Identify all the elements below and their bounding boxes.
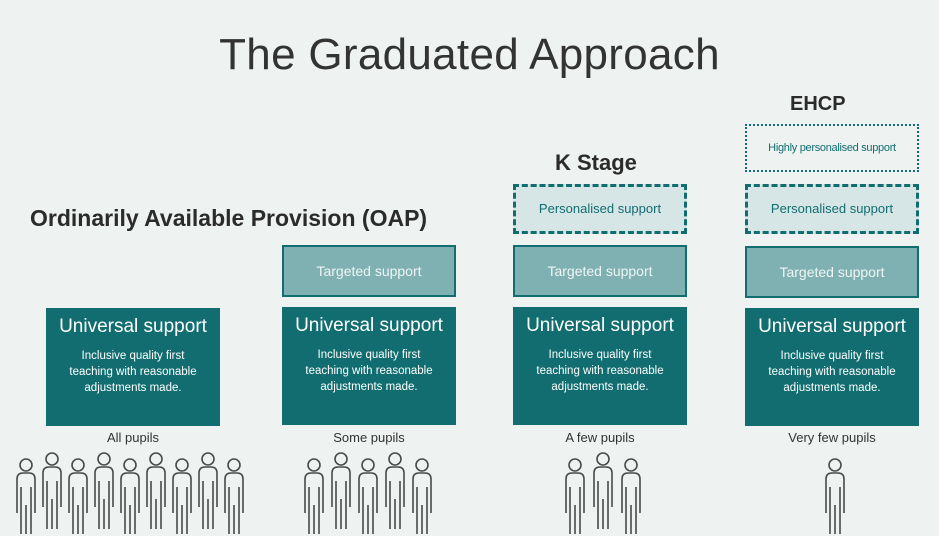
person-icon <box>412 458 432 534</box>
universal-support-title: Universal support <box>59 316 207 337</box>
person-icon <box>304 458 324 534</box>
person-icon <box>16 458 36 534</box>
targeted-support-box: Targeted support <box>513 245 687 297</box>
caption-some-pupils: Some pupils <box>333 430 405 445</box>
targeted-support-box: Targeted support <box>745 246 919 298</box>
person-icon <box>825 458 845 534</box>
person-icon <box>565 458 585 534</box>
k-stage-label: K Stage <box>555 150 637 175</box>
pupils-group-all <box>16 452 244 534</box>
person-icon <box>198 452 218 529</box>
person-icon <box>621 458 641 534</box>
oap-label: Ordinarily Available Provision (OAP) <box>30 205 428 231</box>
universal-support-description: Inclusive quality first teaching with re… <box>768 350 896 394</box>
universal-support-title: Universal support <box>295 315 443 336</box>
person-icon <box>593 452 613 529</box>
caption-very-few-pupils: Very few pupils <box>788 430 876 445</box>
personalised-support-box: Personalised support <box>745 184 919 234</box>
pupils-group-few <box>565 452 641 534</box>
person-icon <box>146 452 166 529</box>
person-icon <box>358 458 378 534</box>
highly-personalised-support-box: Highly personalised support <box>745 124 919 172</box>
universal-support-title: Universal support <box>758 316 906 337</box>
page-title: The Graduated Approach <box>219 30 720 79</box>
universal-support-box: Universal support Inclusive quality firs… <box>513 307 687 425</box>
person-icon <box>385 452 405 529</box>
person-icon <box>331 452 351 529</box>
person-icon <box>94 452 114 529</box>
targeted-support-box: Targeted support <box>282 245 456 297</box>
universal-support-box: Universal support Inclusive quality firs… <box>46 308 220 426</box>
universal-support-box: Universal support Inclusive quality firs… <box>282 307 456 425</box>
universal-support-box: Universal support Inclusive quality firs… <box>745 308 919 426</box>
person-icon <box>42 452 62 529</box>
universal-support-description: Inclusive quality first teaching with re… <box>305 349 433 393</box>
pupils-group-very-few <box>825 458 845 534</box>
caption-all-pupils: All pupils <box>106 430 160 445</box>
caption-few-pupils: A few pupils <box>565 430 635 445</box>
person-icon <box>172 458 192 534</box>
universal-support-description: Inclusive quality first teaching with re… <box>536 349 664 393</box>
personalised-support-box: Personalised support <box>513 184 687 234</box>
person-icon <box>68 458 88 534</box>
universal-support-title: Universal support <box>526 315 674 336</box>
universal-support-description: Inclusive quality first teaching with re… <box>69 350 197 394</box>
person-icon <box>120 458 140 534</box>
pupils-group-some <box>304 452 432 534</box>
person-icon <box>224 458 244 534</box>
ehcp-label: EHCP <box>790 93 846 115</box>
